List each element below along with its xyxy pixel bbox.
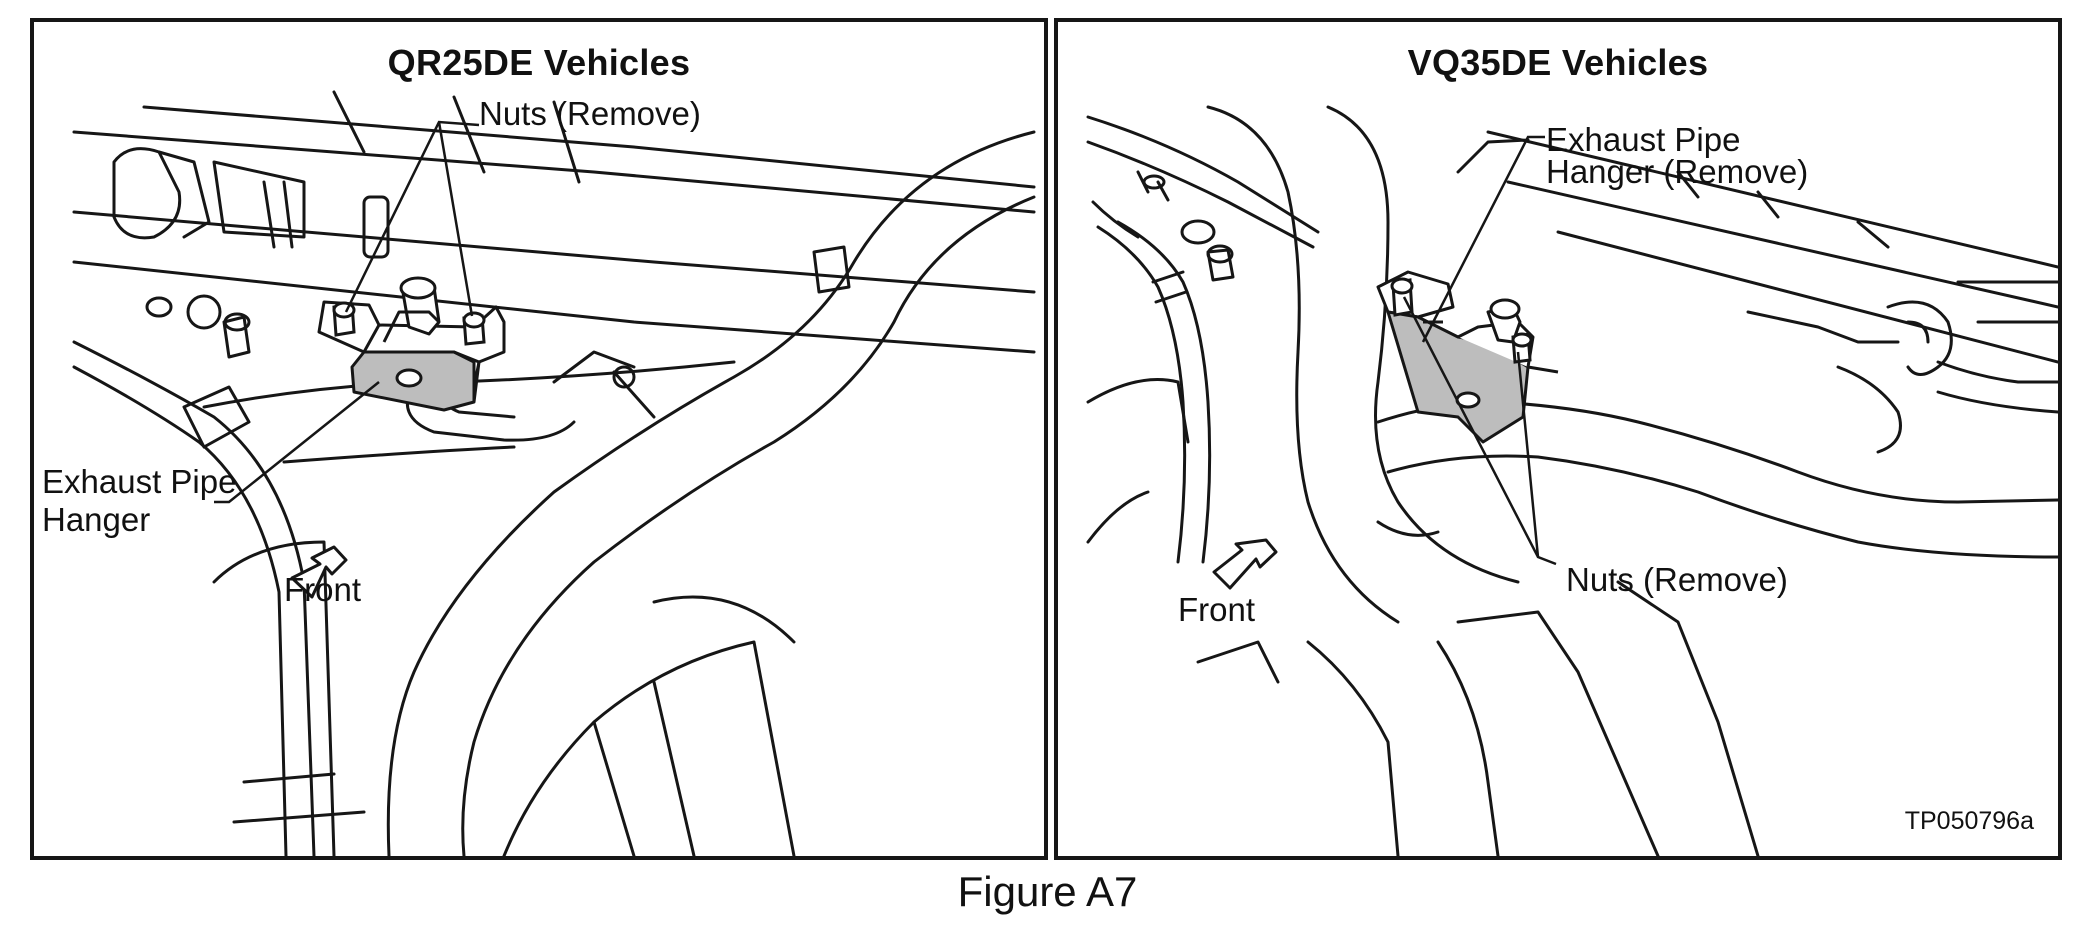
panel-qr25de: QR25DE Vehicles: [30, 18, 1048, 860]
hanger-label-line2: Hanger: [42, 501, 151, 538]
vq35de-underbody-illustration: [1058, 22, 2058, 856]
front-label: Front: [1178, 591, 1256, 628]
front-label: Front: [284, 571, 362, 608]
figure-caption: Figure A7: [957, 868, 1138, 915]
hanger-label-line1: Exhaust Pipe: [42, 463, 237, 500]
hanger-label-line1: Exhaust Pipe: [1546, 121, 1741, 158]
nuts-label: Nuts (Remove): [1566, 561, 1788, 598]
qr25de-underbody-illustration: [34, 22, 1044, 856]
panel-title: VQ35DE Vehicles: [1407, 42, 1709, 83]
panel-title: QR25DE Vehicles: [387, 42, 691, 83]
hanger-label-line2: Hanger (Remove): [1546, 153, 1809, 190]
panel-vq35de: VQ35DE Vehicles: [1054, 18, 2062, 860]
nuts-label: Nuts (Remove): [479, 95, 701, 132]
figure-code: TP050796a: [1904, 807, 2034, 835]
